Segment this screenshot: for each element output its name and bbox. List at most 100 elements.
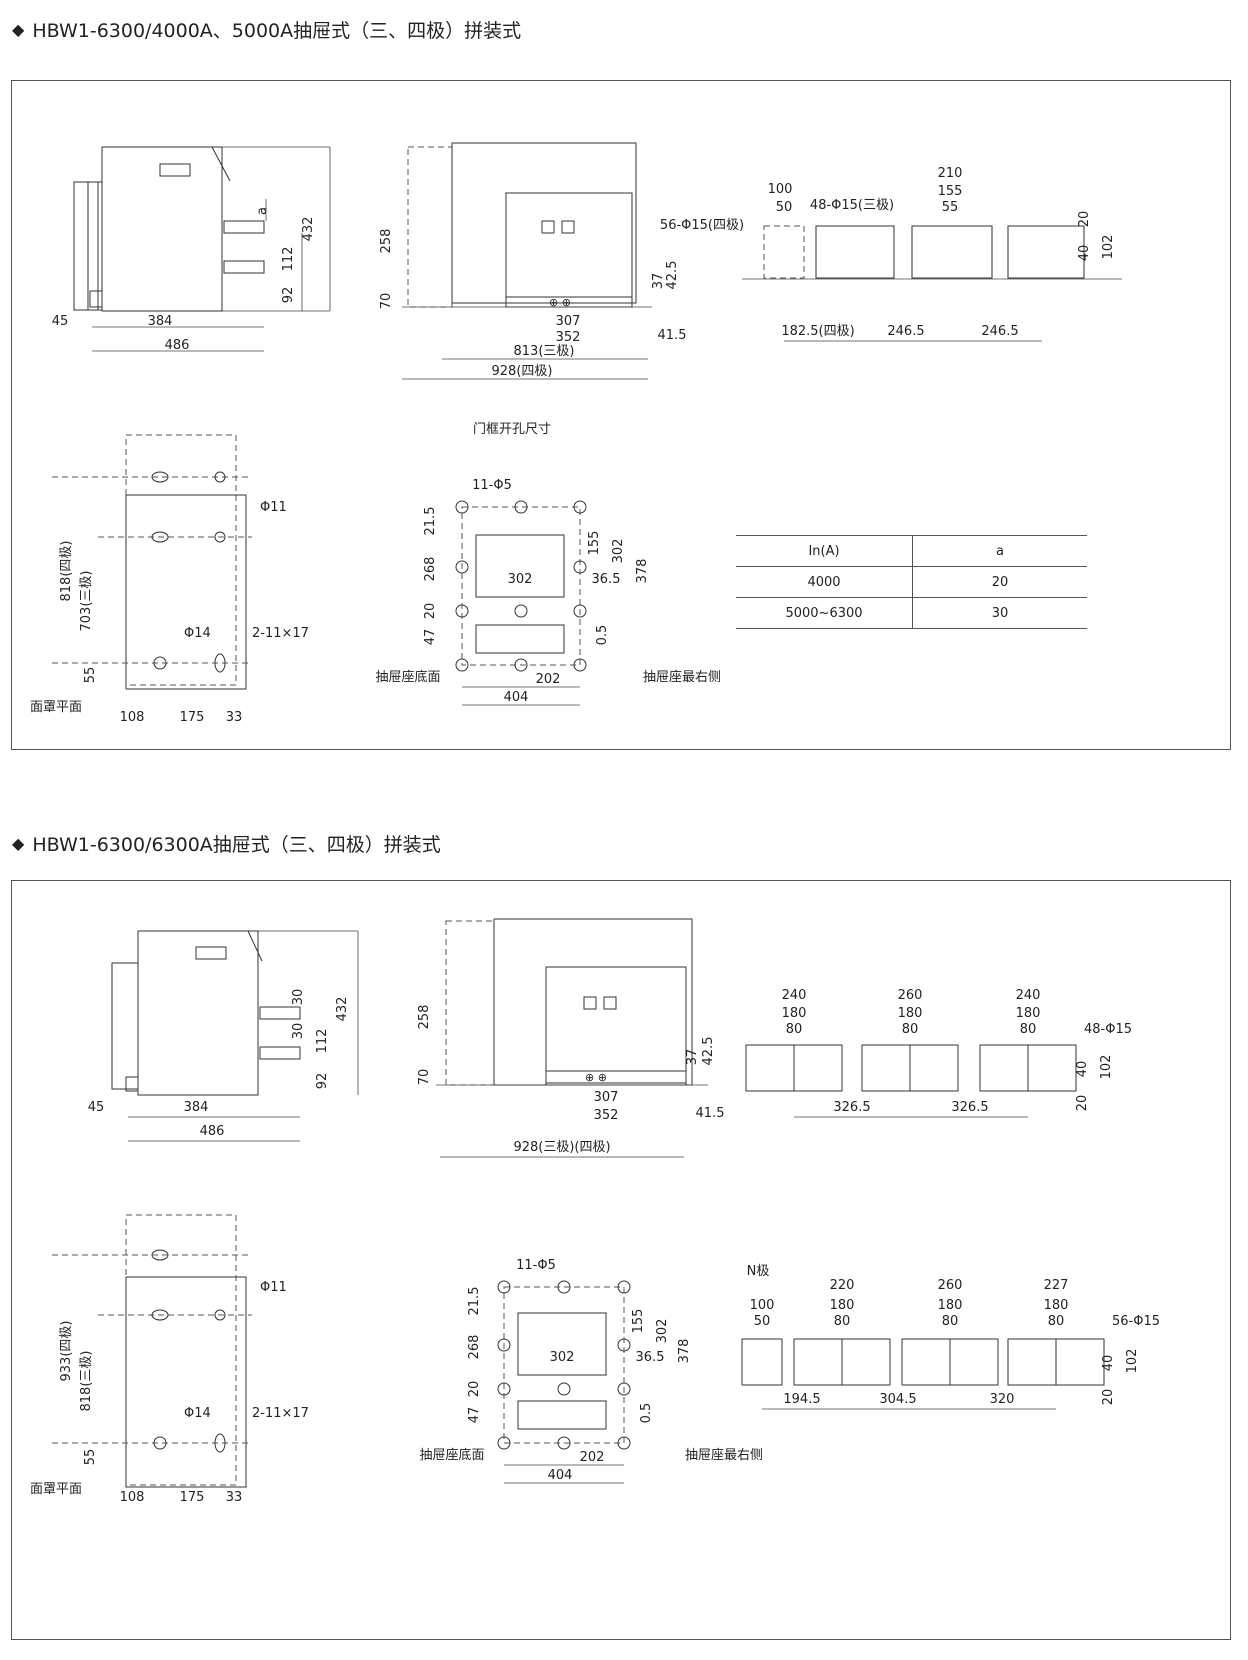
label-phi14: Φ14 <box>184 626 211 641</box>
dim-42-5: 42.5 <box>665 261 680 290</box>
section-2-panel: 432 30 30 112 92 384 486 45 ⊕ ⊕ 258 70 3… <box>11 880 1231 1640</box>
dim-100: 100 <box>768 182 793 197</box>
dim-112: 112 <box>281 247 296 272</box>
dim-268: 268 <box>423 557 438 582</box>
dim-33: 33 <box>226 710 243 725</box>
label-56-phi15: 56-Φ15 <box>1112 1314 1160 1329</box>
dim-703-3p: 703(三极) <box>79 571 94 632</box>
diamond-bullet-icon: ◆ <box>12 834 25 853</box>
dim-202: 202 <box>580 1450 605 1465</box>
dim-384: 384 <box>148 314 173 329</box>
dim-30-b: 30 <box>291 1023 306 1040</box>
dim-486: 486 <box>165 338 190 353</box>
label-48-phi15: 48-Φ15(三极) <box>810 198 894 213</box>
table-row: 5000~6300 30 <box>736 597 1087 629</box>
label-mask-plane: 面罩平面 <box>30 1482 82 1497</box>
side-view <box>111 930 359 1096</box>
diamond-bullet-icon: ◆ <box>12 20 25 39</box>
dim-55: 55 <box>942 200 959 215</box>
section-1-drawing: 432 112 92 384 486 45 a ⊕ ⊕ 258 70 37 42… <box>30 142 1122 725</box>
dim-175: 175 <box>180 710 205 725</box>
dim-n-80-c: 80 <box>1048 1314 1065 1329</box>
dim-n-80-a: 80 <box>834 1314 851 1329</box>
label-11-phi5: 11-Φ5 <box>516 1258 556 1273</box>
dim-70: 70 <box>417 1069 432 1086</box>
label-drawer-right: 抽屉座最右侧 <box>685 1448 763 1463</box>
dim-246-5-a: 246.5 <box>887 324 924 339</box>
dim-47: 47 <box>423 629 438 646</box>
dim-155: 155 <box>938 184 963 199</box>
dim-n-304-5: 304.5 <box>879 1392 916 1407</box>
label-drawer-bottom: 抽屉座底面 <box>375 669 440 685</box>
dim-n-40: 40 <box>1101 1355 1116 1372</box>
hole-view <box>455 500 587 672</box>
dim-21-5: 21.5 <box>467 1287 482 1316</box>
table-row: 4000 20 <box>736 566 1087 598</box>
dim-20: 20 <box>1077 211 1092 228</box>
svg-text:⊕ ⊕: ⊕ ⊕ <box>585 1071 607 1084</box>
dim-42-5: 42.5 <box>701 1037 716 1066</box>
section-2-title-text: HBW1-6300/6300A抽屉式（三、四极）拼装式 <box>32 834 441 856</box>
dim-0-5: 0.5 <box>595 625 610 646</box>
n-terminal-view <box>741 1338 1105 1386</box>
dim-102: 102 <box>1099 1055 1114 1080</box>
table-header-cell: In(A) <box>736 535 913 567</box>
dim-20: 20 <box>467 1381 482 1398</box>
dim-813: 813(三极) <box>514 344 575 359</box>
dim-307: 307 <box>556 314 581 329</box>
table-header-row: In(A) a <box>736 535 1087 567</box>
dim-302-h: 302 <box>508 572 533 587</box>
dim-102: 102 <box>1101 235 1116 260</box>
dim-40: 40 <box>1077 245 1092 262</box>
dim-47: 47 <box>467 1407 482 1424</box>
n-pole-label: N极 <box>747 1264 770 1279</box>
dim-260: 260 <box>898 988 923 1003</box>
dim-258: 258 <box>417 1005 432 1030</box>
dim-175: 175 <box>180 1490 205 1505</box>
label-drawer-right: 抽屉座最右侧 <box>643 670 721 685</box>
dim-n-180-c: 180 <box>1044 1298 1069 1313</box>
dim-n-102: 102 <box>1125 1349 1140 1374</box>
dim-n-20: 20 <box>1101 1389 1116 1406</box>
table-cell: 5000~6300 <box>736 597 913 629</box>
dim-36-5: 36.5 <box>636 1350 665 1365</box>
dim-112: 112 <box>315 1029 330 1054</box>
label-56-phi15: 56-Φ15(四极) <box>660 218 744 233</box>
dim-n-180-b: 180 <box>938 1298 963 1313</box>
front-view: ⊕ ⊕ <box>436 918 708 1086</box>
dim-55: 55 <box>83 1449 98 1466</box>
dim-240-a: 240 <box>782 988 807 1003</box>
dim-n-50: 50 <box>754 1314 771 1329</box>
dim-37: 37 <box>685 1049 700 1066</box>
terminal-view <box>742 225 1122 280</box>
section-1-panel: 432 112 92 384 486 45 a ⊕ ⊕ 258 70 37 42… <box>11 80 1231 750</box>
dim-33: 33 <box>226 1490 243 1505</box>
section-1-title: ◆ HBW1-6300/4000A、5000A抽屉式（三、四极）拼装式 <box>12 16 521 43</box>
dim-55: 55 <box>83 667 98 684</box>
dim-378: 378 <box>677 1339 692 1364</box>
dim-41-5: 41.5 <box>696 1106 725 1121</box>
dim-80-b: 80 <box>902 1022 919 1037</box>
dim-384: 384 <box>184 1100 209 1115</box>
dim-a: a <box>255 207 270 215</box>
label-phi11: Φ11 <box>260 1280 287 1295</box>
dim-352: 352 <box>556 330 581 345</box>
dim-155: 155 <box>631 1309 646 1334</box>
dim-108: 108 <box>120 710 145 725</box>
dim-92: 92 <box>281 287 296 304</box>
dim-80-a: 80 <box>786 1022 803 1037</box>
hole-view <box>497 1280 631 1450</box>
dim-180-c: 180 <box>1016 1006 1041 1021</box>
label-48-phi15: 48-Φ15 <box>1084 1022 1132 1037</box>
dim-80-c: 80 <box>1020 1022 1037 1037</box>
dim-n-80-b: 80 <box>942 1314 959 1329</box>
dim-302-v: 302 <box>655 1319 670 1344</box>
label-2-11x17: 2-11×17 <box>252 626 309 641</box>
dim-933-4p: 933(四极) <box>59 1321 74 1382</box>
label-2-11x17: 2-11×17 <box>252 1406 309 1421</box>
dim-928: 928(四极) <box>492 364 553 379</box>
mount-view <box>52 434 252 690</box>
svg-text:⊕ ⊕: ⊕ ⊕ <box>549 296 571 309</box>
spec-table: In(A) a 4000 20 5000~6300 30 <box>736 535 1087 629</box>
label-phi14: Φ14 <box>184 1406 211 1421</box>
